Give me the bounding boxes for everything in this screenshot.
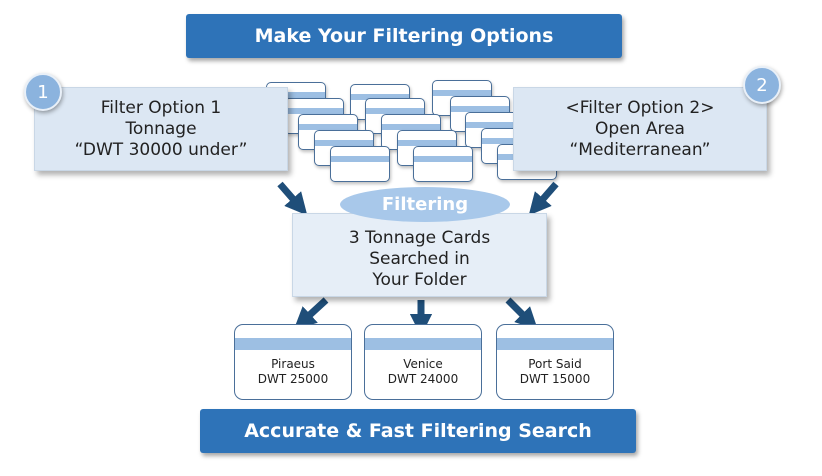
card-stripe	[497, 338, 613, 350]
option2-line-3: “Mediterranean”	[569, 139, 711, 160]
step-1-number: 1	[37, 81, 49, 103]
filter-result-line-3: Your Folder	[372, 269, 467, 290]
result-port: Venice	[403, 357, 443, 371]
arrow-to-result-3	[505, 297, 538, 330]
arrow-to-result-1	[293, 297, 329, 330]
result-port: Piraeus	[271, 357, 315, 371]
result-port: Port Said	[528, 357, 582, 371]
header-banner: Make Your Filtering Options	[186, 14, 622, 58]
option1-line-1: Filter Option 1	[100, 97, 222, 118]
step-2-number: 2	[756, 74, 768, 96]
step-2-badge: 2	[743, 66, 781, 104]
option1-line-2: Tonnage	[125, 118, 197, 139]
option2-line-2: Open Area	[595, 118, 685, 139]
filter-option-1: Filter Option 1 Tonnage “DWT 30000 under…	[34, 87, 288, 171]
card-stripe	[235, 338, 351, 350]
filtering-label: Filtering	[340, 187, 510, 222]
footer-banner: Accurate & Fast Filtering Search	[200, 409, 636, 453]
result-dwt: DWT 15000	[519, 372, 591, 386]
filtering-result-box: 3 Tonnage Cards Searched in Your Folder	[292, 213, 547, 297]
filter-result-line-1: 3 Tonnage Cards	[348, 227, 491, 248]
result-card-venice: Venice DWT 24000	[364, 324, 482, 400]
arrow-option2-to-filter	[528, 181, 559, 216]
result-dwt: DWT 25000	[257, 372, 329, 386]
step-1-badge: 1	[24, 73, 62, 111]
option1-line-3: “DWT 30000 under”	[74, 139, 248, 160]
filter-result-line-2: Searched in	[369, 248, 470, 269]
filtering-label-text: Filtering	[381, 194, 469, 215]
footer-title: Accurate & Fast Filtering Search	[244, 420, 592, 442]
card-stripe	[365, 338, 481, 350]
result-card-piraeus: Piraeus DWT 25000	[234, 324, 352, 400]
tonnage-card	[330, 146, 390, 182]
result-card-port-said: Port Said DWT 15000	[496, 324, 614, 400]
filter-option-2: <Filter Option 2> Open Area “Mediterrane…	[513, 87, 767, 171]
result-dwt: DWT 24000	[387, 372, 459, 386]
header-title: Make Your Filtering Options	[254, 25, 554, 47]
arrow-option1-to-filter	[277, 181, 308, 216]
tonnage-card	[413, 146, 473, 182]
option2-line-1: <Filter Option 2>	[565, 97, 715, 118]
